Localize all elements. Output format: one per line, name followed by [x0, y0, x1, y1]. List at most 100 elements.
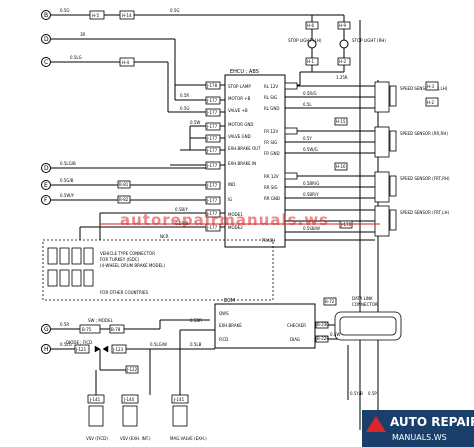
- vehicle-type-connector-group: NCR VEHICLE TYPE CONNECTOR FOR TURKEY (I…: [42, 234, 274, 301]
- wire-code: 0.5SB/W: [303, 226, 320, 231]
- bus-letter-group: B D C D E F G H: [41, 10, 51, 354]
- connector-label: H-2: [427, 100, 434, 105]
- wire-code: 0.5R: [180, 93, 189, 98]
- connector-label: J-141: [173, 397, 185, 402]
- connector-label: J-177: [206, 225, 218, 230]
- ehcu-pin-label: RL GND: [264, 106, 279, 111]
- bus-letter: G: [44, 326, 49, 333]
- ehcu-pin-label: FR 12V: [264, 129, 278, 134]
- data-link-connector-group: DATA LINK CONNECTOR B-72: [323, 296, 402, 341]
- wire-code: 0.5R: [60, 322, 69, 327]
- connector-label: B-78: [111, 327, 121, 332]
- valve-label: VSV (EXH. INT.): [120, 436, 151, 441]
- bus-letter: E: [44, 182, 48, 189]
- other-countries-label: FOR OTHER COUNTRIES: [100, 290, 148, 295]
- connector-label: B-82: [119, 197, 129, 202]
- connector-label: B-75: [82, 327, 92, 332]
- stop-light-group: H-6 H-9 STOP LIGHT (LH) STOP LIGHT (RH) …: [175, 21, 386, 86]
- connector-label: J-123: [112, 347, 124, 352]
- wire-code: 0.5BR: [190, 318, 202, 323]
- wire-code: 0.5LB: [190, 342, 202, 347]
- logo-triangle-icon: [366, 416, 386, 432]
- connector-label: H-15: [336, 119, 346, 124]
- connector-label: J-122: [126, 367, 138, 372]
- wire-code: 0.5BR/Y: [303, 192, 319, 197]
- connector-label: B-230: [317, 322, 329, 327]
- ehcu-pin-label: IND.: [228, 182, 237, 187]
- bus-letter: F: [44, 197, 48, 204]
- wire-code: 0.5W/G: [303, 147, 318, 152]
- dlc-label: CONNECTOR: [352, 302, 378, 307]
- wire-code: 0.5W: [330, 332, 340, 337]
- wire-code: 0.5W/Y: [60, 193, 75, 198]
- connector-label: B-228: [317, 336, 329, 341]
- ecm-pin-label: CHECKER: [287, 323, 306, 328]
- ecm-module: ECM QWS EXH.BRAKE FICD CHECKER DIAG B-23…: [214, 298, 341, 349]
- wire-code: 0.5R/G: [303, 91, 317, 96]
- ehcu-pin-label: VALVE GND: [228, 134, 251, 139]
- wire-code: 0.5W: [190, 120, 200, 125]
- vsv-ficd-icon: [88, 405, 104, 427]
- ecm-pin-label: EXH.BRAKE: [219, 323, 242, 328]
- diode-label: DIODE ; FICD: [66, 340, 92, 345]
- connector-label: J-177: [206, 211, 218, 216]
- ehcu-pin-label: EXH.BRAKE IN: [228, 161, 256, 166]
- wire-code: 0.5B/Y: [175, 207, 188, 212]
- ehcu-pin-label: STOP LAMP: [228, 84, 251, 89]
- ehcu-pin-label: VALVE +B: [228, 108, 248, 113]
- wire-code: 0.5Y/B: [350, 391, 363, 396]
- wire-code: 0.5LG/W: [150, 342, 167, 347]
- ehcu-pin-label: EXH.BRAKE OUT: [228, 146, 261, 151]
- diode-icon: [102, 345, 109, 353]
- bus-letter: H: [44, 346, 49, 353]
- ehcu-pin-label: FR GND: [264, 151, 280, 156]
- wire-code: 0.5P: [368, 391, 377, 396]
- wire-code: 0.5G: [180, 106, 189, 111]
- ehcu-pin-label: RL SIG: [264, 95, 277, 100]
- wire-code: 3R: [80, 32, 86, 37]
- ehcu-pin-label: MODE2: [228, 225, 243, 230]
- ncr-label: NCR: [160, 234, 169, 239]
- connector-label: J-177: [206, 183, 218, 188]
- ehcu-pin-label: RR SIG: [264, 185, 278, 190]
- connector-label: H-4: [122, 60, 129, 65]
- ehcu-pin-label: RR GND: [264, 196, 280, 201]
- diode-icon: [94, 345, 101, 353]
- wire-code: 0.5LG: [60, 342, 72, 347]
- valve-label: MAG.VALVE (EXH.): [170, 436, 207, 441]
- connector-label: H-16: [336, 164, 346, 169]
- vtc-label: FOR TURKEY (ISDC): [100, 257, 140, 262]
- ehcu-pin-label: MOTOR +B: [228, 96, 251, 101]
- connector-label: J-177: [206, 148, 218, 153]
- ehcu-module: EHCU ; ABS STOP LAMP MOTOR +B VALVE +B M…: [224, 69, 286, 248]
- wire-code: 0.5Y: [303, 136, 312, 141]
- connector-label: J-177: [206, 136, 218, 141]
- ehcu-title: EHCU ; ABS: [230, 69, 259, 75]
- lower-left-components: SW ; MODEL B-75 B-78 0.5R 0.5LG DIODE ; …: [60, 318, 215, 441]
- sensor-label: SPEED SENSOR (FRT,LH): [400, 210, 449, 215]
- speed-sensor-group: SPEED SENSOR (RR,LH) SPEED SENSOR (RR,RH…: [374, 81, 450, 237]
- ecm-pin-label: FICD: [219, 337, 228, 342]
- ehcu-pin-label: RR 12V: [264, 174, 279, 179]
- wire-code: 0.5BR/G: [303, 181, 319, 186]
- lamp-icon: [339, 39, 349, 49]
- mag-valve-icon: [172, 405, 188, 427]
- bus-letter: D: [44, 36, 49, 43]
- connector-label: H-6: [307, 23, 314, 28]
- brand-line2: MANUALS.WS: [392, 433, 447, 442]
- stop-light-lh: STOP LIGHT (LH): [288, 38, 322, 43]
- connector-label: H-2: [339, 59, 346, 64]
- wire-code: 0.5G: [170, 8, 179, 13]
- bus-letter: C: [44, 59, 48, 66]
- brand-logo: AUTO REPAIR MANUALS.WS: [362, 410, 474, 447]
- vsv-exh-icon: [122, 405, 138, 427]
- dlc-label: DATA LINK: [352, 296, 373, 301]
- wire-code: 0.5L: [303, 102, 312, 107]
- wire-code: 0.5G: [60, 8, 69, 13]
- wire-code: 0.5LG/B: [60, 161, 76, 166]
- ehcu-pin-label: MOTOR GND: [228, 122, 253, 127]
- lower-right-wires: 0.5Y/B 0.5P 0.5W: [330, 332, 377, 430]
- vtc-label: VEHICLE TYPE CONNECTOR: [100, 251, 155, 256]
- connector-label: J-141: [89, 397, 101, 402]
